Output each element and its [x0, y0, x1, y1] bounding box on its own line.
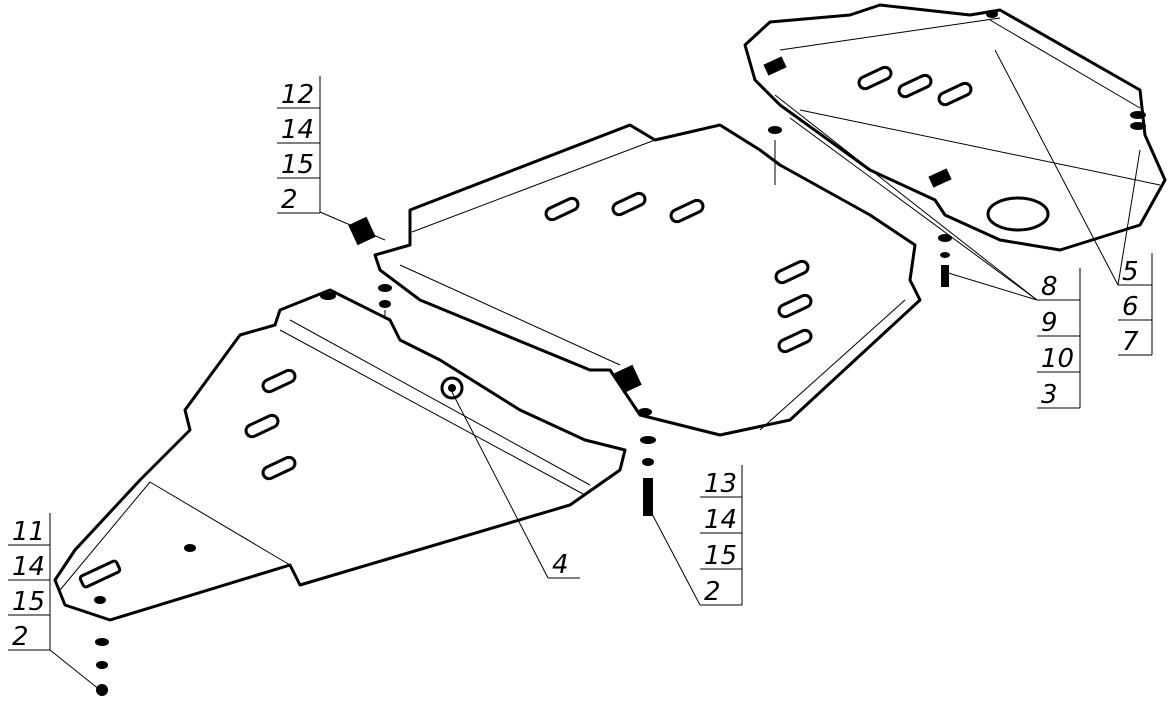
callout-number: 15 [281, 150, 314, 180]
callout-number: 6 [1122, 292, 1139, 322]
callout-number: 5 [1122, 257, 1139, 287]
leader-line [319, 211, 386, 241]
callout-number: 15 [12, 587, 45, 617]
callout-number: 3 [1041, 380, 1058, 410]
callout-top-left: 12 14 15 2 [277, 76, 386, 241]
callout-number: 2 [704, 577, 721, 607]
callout-number: 8 [1041, 272, 1058, 302]
callout-number: 7 [1122, 327, 1139, 357]
leader-line [789, 117, 1038, 301]
leader-line [451, 391, 549, 579]
callout-number: 2 [12, 622, 29, 652]
callout-number: 10 [1041, 344, 1074, 374]
callout-right-middle: 8 9 10 3 [774, 94, 1081, 410]
front-skid-plate [53, 288, 627, 696]
leader-line [994, 49, 1119, 286]
callout-number: 2 [281, 185, 298, 215]
leader-line [649, 509, 701, 606]
callout-number: 14 [281, 115, 314, 145]
callout-number: 4 [552, 550, 569, 580]
leader-line [49, 649, 101, 691]
leader-line [944, 271, 1038, 301]
callout-center: 4 [451, 391, 580, 580]
rear-skid-plate [743, 3, 1167, 287]
callout-layer: 12 14 15 2 8 9 10 3 5 6 7 13 14 15 2 11 14 15 2 4 [8, 49, 1153, 691]
middle-skid-plate [348, 123, 922, 516]
callout-center-bottom: 13 14 15 2 [649, 465, 743, 607]
callout-right-top: 5 6 7 [994, 49, 1153, 357]
callout-number: 14 [12, 552, 45, 582]
callout-number: 11 [12, 517, 45, 547]
leader-line [1117, 149, 1141, 286]
callout-number: 12 [281, 80, 314, 110]
callout-number: 13 [704, 469, 737, 499]
callout-bottom-left: 11 14 15 2 [8, 513, 101, 691]
callout-number: 15 [704, 541, 737, 571]
callout-number: 9 [1041, 308, 1058, 338]
leader-line [774, 94, 1038, 301]
callout-number: 14 [704, 505, 737, 535]
